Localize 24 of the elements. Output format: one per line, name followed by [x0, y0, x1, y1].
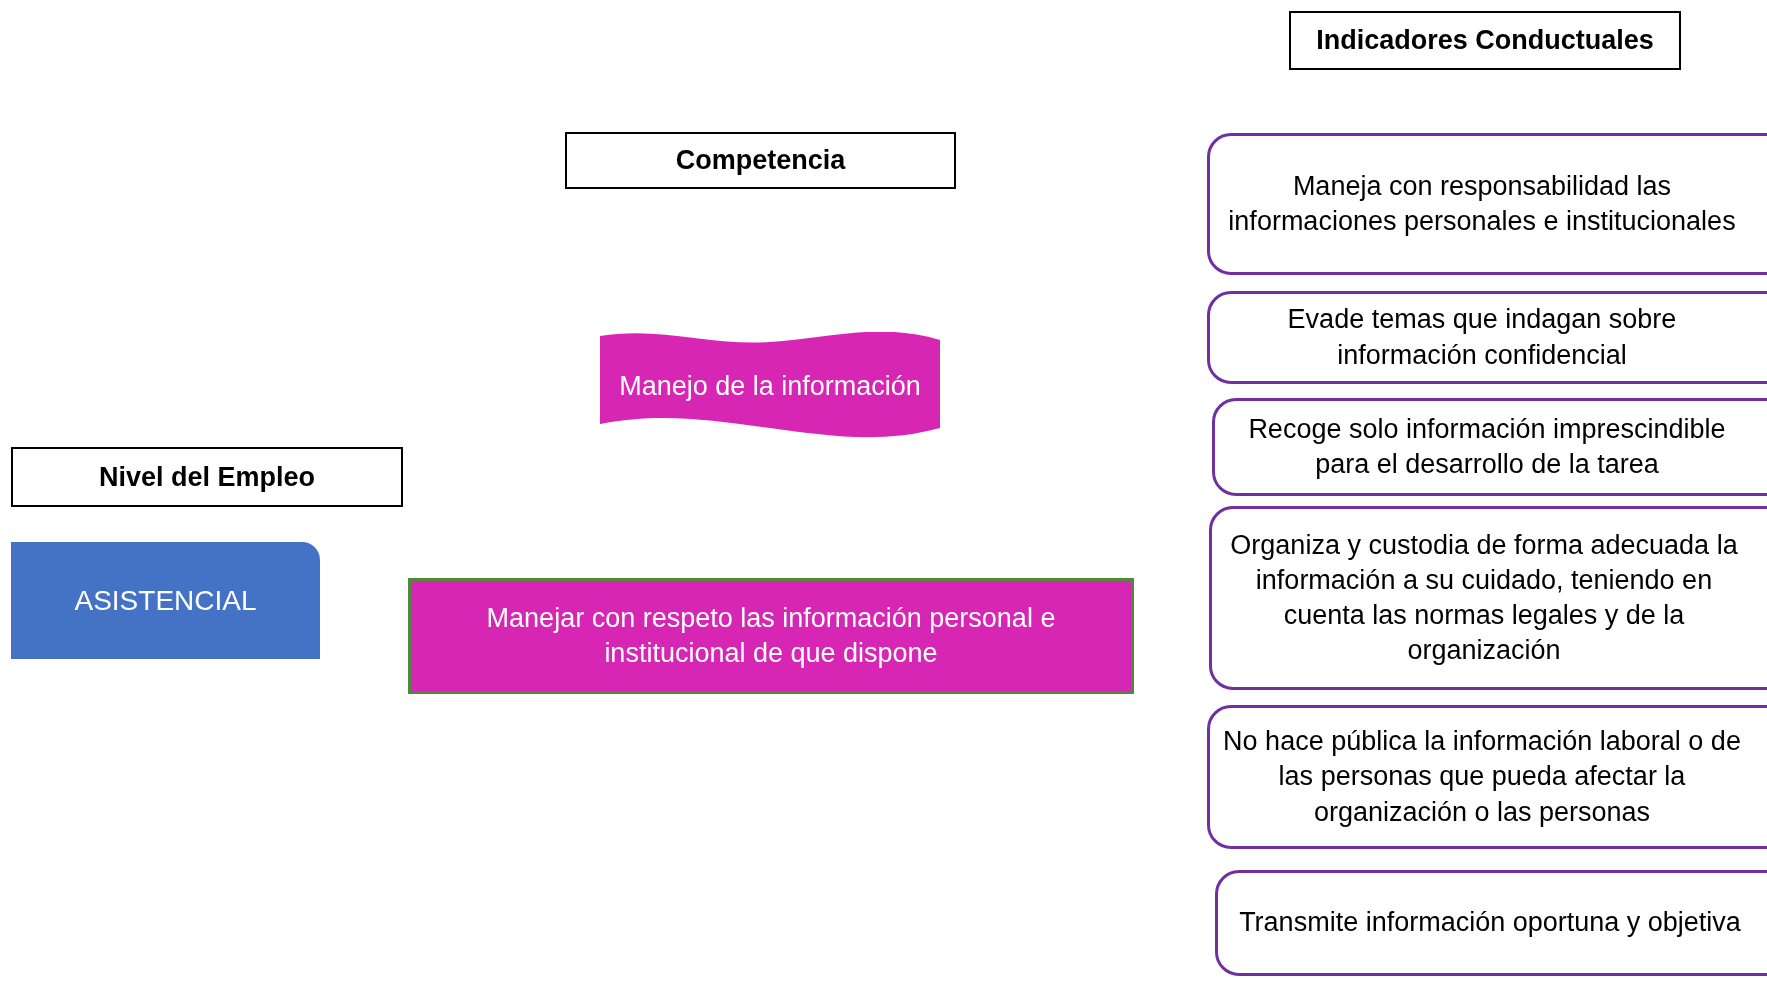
- node-text: Recoge solo información imprescindible para el desarrollo de la tarea: [1247, 412, 1727, 481]
- node-text: No hace pública la información laboral o de las personas que pueda afectar la organización o las personas: [1222, 725, 1742, 829]
- node-text: ASISTENCIAL: [74, 584, 257, 617]
- indicator-box: [1212, 398, 1767, 496]
- indicator-box: [1209, 506, 1767, 690]
- heading-box: [11, 447, 403, 507]
- heading-box: [565, 132, 956, 189]
- node-text: Manejo de la información: [619, 370, 921, 402]
- indicator-box: [1207, 705, 1767, 849]
- node-text: Transmite información oportuna y objetiva: [1239, 906, 1741, 940]
- node-text: Manejar con respeto las información personal e institucional de que dispone: [485, 601, 1057, 670]
- heading-box: [1289, 11, 1681, 70]
- node-text: Maneja con responsabilidad las informaciones personales e institucionales: [1227, 169, 1737, 238]
- indicator-box: [1215, 870, 1767, 976]
- indicator-box: [1207, 291, 1767, 384]
- indicator-box: [1207, 133, 1767, 275]
- node-text: Organiza y custodia de forma adecuada la información a su cuidado, teniendo en cuenta las normas legales y de la organización: [1229, 528, 1739, 668]
- definition-box: [408, 578, 1134, 694]
- heading-text: Indicadores Conductuales: [1316, 25, 1654, 56]
- heading-text: Nivel del Empleo: [98, 461, 316, 493]
- heading-text: Competencia: [675, 145, 846, 176]
- wave-banner: [600, 332, 940, 440]
- node-text: Evade temas que indagan sobre información confidencial: [1286, 303, 1678, 372]
- level-box: [11, 542, 320, 659]
